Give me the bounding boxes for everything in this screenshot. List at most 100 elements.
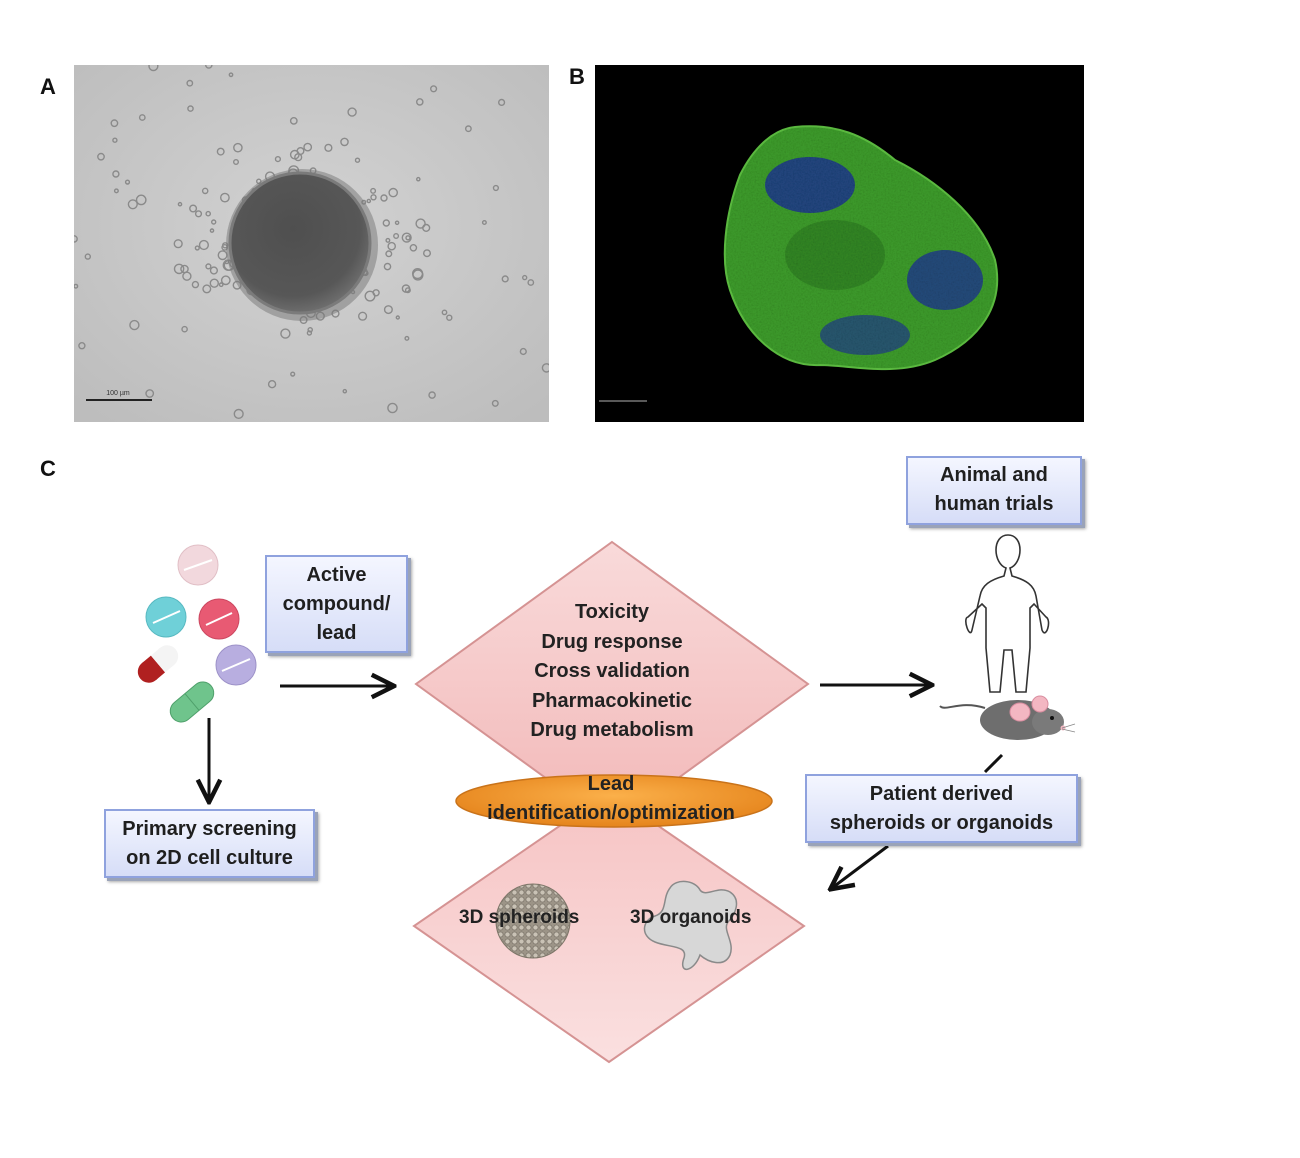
cell-debris (404, 287, 411, 294)
cell-debris (387, 241, 397, 251)
cell-debris (124, 179, 131, 185)
box-line: Patient derived (869, 783, 1014, 805)
cell-debris (481, 219, 487, 225)
cell-debris (492, 184, 500, 192)
cell-debris (274, 155, 282, 163)
cell-debris (181, 325, 188, 333)
cell-debris (216, 147, 225, 156)
box-line: lead (316, 622, 357, 644)
cell-debris (209, 278, 220, 288)
cell-debris (394, 220, 400, 226)
cell-debris (78, 342, 86, 350)
cell-debris (354, 157, 361, 163)
cell-debris (233, 408, 244, 420)
cell-debris (307, 326, 313, 333)
cell-debris (423, 249, 432, 258)
cell-debris (182, 271, 192, 281)
human-figure-icon (965, 534, 1050, 693)
cell-debris (415, 98, 424, 106)
cell-debris (112, 137, 118, 143)
cell-debris (205, 65, 213, 69)
cell-debris (491, 399, 499, 407)
cell-debris (84, 253, 92, 260)
cell-debris (387, 402, 398, 414)
spheroid-icon (495, 883, 571, 959)
cell-debris (464, 125, 472, 133)
cell-debris (385, 250, 393, 258)
cell-debris (385, 237, 391, 243)
cell-debris (380, 194, 388, 202)
cell-debris (189, 204, 198, 213)
cell-debris (74, 283, 79, 289)
brightfield-spheroid-image: 100 µm (74, 65, 549, 422)
cell-debris (382, 219, 390, 227)
cell-debris (342, 388, 348, 394)
panel-label-a: A (40, 74, 56, 99)
cell-debris (289, 117, 298, 125)
organoids-label: 3D organoids (630, 907, 752, 928)
cell-debris (422, 223, 431, 233)
cell-debris (370, 187, 377, 194)
cell-debris (205, 263, 212, 270)
spheroids-label: 3D spheroids (459, 907, 580, 928)
cell-debris (501, 275, 509, 283)
cell-debris (110, 119, 119, 128)
cell-debris (187, 105, 194, 112)
cell-debris (198, 239, 209, 251)
cell-debris (393, 232, 400, 239)
cell-debris (415, 218, 426, 229)
cell-debris (522, 274, 528, 281)
cell-debris (194, 210, 203, 218)
cell-debris (527, 279, 535, 286)
cell-debris (135, 194, 147, 206)
cell-debris (372, 289, 380, 297)
lead-label: Lead identification/optimization (452, 770, 770, 828)
animal-human-trials-box: Animal and human trials (906, 456, 1082, 525)
cell-debris (233, 142, 243, 153)
analysis-item: Pharmacokinetic (531, 689, 693, 712)
cell-debris (113, 188, 119, 194)
cell-debris (415, 176, 421, 182)
cell-debris (405, 235, 411, 241)
cell-debris (446, 314, 453, 321)
arrow-patient-to-models (832, 844, 889, 888)
analysis-item: Toxicity (574, 601, 650, 623)
arrow-mouse-to-patient (983, 753, 1004, 774)
cell-debris (127, 199, 138, 210)
scale-bar-label: 100 µm (106, 390, 130, 397)
cell-debris (412, 269, 424, 281)
patient-derived-box: Patient derived spheroids or organoids (805, 774, 1078, 843)
model-diamond (412, 790, 806, 1064)
cell-debris (441, 309, 448, 316)
cell-debris (145, 389, 155, 398)
analysis-item: Drug metabolism (530, 719, 694, 741)
cell-debris (409, 243, 418, 252)
primary-screening-box: Primary screening on 2D cell culture (104, 809, 315, 878)
cell-debris (112, 170, 120, 178)
cell-debris (541, 363, 549, 373)
cell-debris (404, 335, 410, 341)
cell-debris (306, 330, 313, 336)
cell-debris (218, 282, 224, 288)
cell-debris (232, 158, 239, 165)
pills-icon (137, 544, 257, 723)
analysis-item: Cross validation (534, 660, 690, 682)
cell-debris (202, 284, 212, 294)
cell-debris (370, 194, 377, 201)
cell-debris (428, 391, 436, 399)
cell-debris (366, 198, 372, 204)
cell-debris (148, 65, 159, 72)
box-line: compound/ (282, 593, 391, 615)
cell-debris (383, 262, 392, 271)
cell-debris (519, 347, 527, 356)
cell-debris (383, 305, 393, 315)
cell-debris (173, 239, 183, 249)
analysis-list: Toxicity Drug response Cross validation … (470, 598, 754, 746)
cell-debris (220, 275, 231, 286)
cell-debris (324, 143, 333, 152)
box-line: Active (306, 564, 367, 586)
panel-label-c: C (40, 456, 56, 481)
organoid-icon (643, 880, 738, 970)
mouse-icon (939, 695, 1076, 740)
